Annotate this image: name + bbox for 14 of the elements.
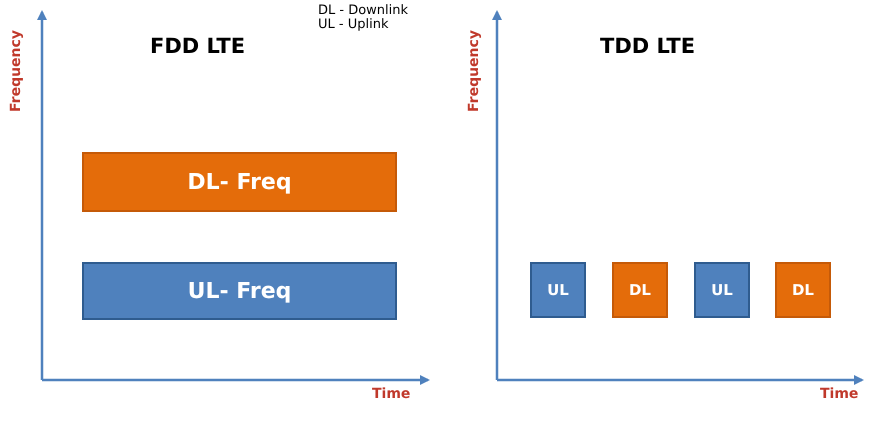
key-note: DL - Downlink (318, 4, 408, 18)
time-slot: DL (612, 262, 668, 318)
key-note: UL - Uplink (318, 18, 388, 32)
panel-title: FDD LTE (150, 34, 246, 58)
axis-title: Time (372, 386, 410, 402)
axis-title: Frequency (466, 30, 482, 112)
frequency-band: DL- Freq (82, 152, 397, 212)
time-slot: DL (775, 262, 831, 318)
frequency-band: UL- Freq (82, 262, 397, 320)
time-slot: UL (694, 262, 750, 318)
axis-title: Frequency (8, 30, 24, 112)
time-slot: UL (530, 262, 586, 318)
panel-title: TDD LTE (600, 34, 696, 58)
axis-title: Time (820, 386, 858, 402)
